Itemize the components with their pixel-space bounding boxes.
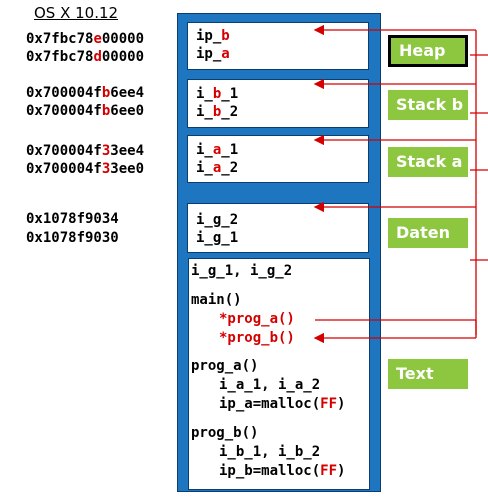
label-heap: Heap xyxy=(388,35,468,67)
address-heap-1: 0x7fbc78e00000 xyxy=(26,31,145,47)
address-data-2: 0x1078f9030 xyxy=(26,230,119,246)
data-box: i_g_2 i_g_1 xyxy=(187,203,369,253)
stack-b-box: i_b_1 i_b_2 xyxy=(187,79,369,128)
address-stack-b-2: 0x700004fb6ee0 xyxy=(26,103,145,119)
address-stack-a-1: 0x700004f33ee4 xyxy=(26,143,145,159)
label-text: Text xyxy=(388,359,468,389)
stack-a-box: i_a_1 i_a_2 xyxy=(187,135,369,183)
page-title: OS X 10.12 xyxy=(34,4,119,22)
address-data-1: 0x1078f9034 xyxy=(26,211,119,227)
label-data: Daten xyxy=(388,218,468,248)
address-stack-a-2: 0x700004f33ee0 xyxy=(26,161,145,177)
call-prog-b: *prog_b() xyxy=(219,330,295,346)
address-heap-2: 0x7fbc78d00000 xyxy=(26,49,145,65)
call-prog-a: *prog_a() xyxy=(219,311,295,327)
label-stack-b: Stack b xyxy=(388,90,468,120)
text-segment-box: i_g_1, i_g_2 main() *prog_a() *prog_b() … xyxy=(188,258,370,490)
address-stack-b-1: 0x700004fb6ee4 xyxy=(26,85,145,101)
label-stack-a: Stack a xyxy=(388,147,468,177)
